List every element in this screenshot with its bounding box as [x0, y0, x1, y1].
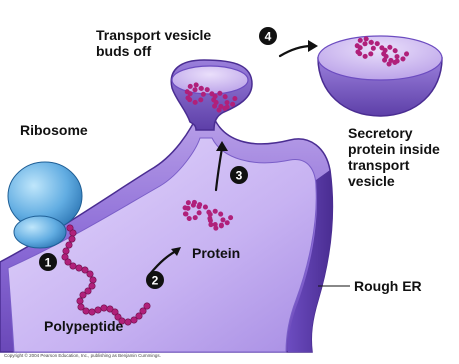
- label-protein: Protein: [192, 245, 240, 261]
- label-secretory-protein: Secretory protein inside transport vesic…: [348, 125, 440, 189]
- step-badge-3: 3: [230, 166, 248, 184]
- label-secretory-line-3: transport: [348, 157, 440, 173]
- step-badge-4: 4: [259, 27, 277, 45]
- label-transport-vesicle-line-2: buds off: [96, 43, 211, 59]
- copyright-notice: Copyright © 2004 Pearson Education, Inc.…: [4, 353, 161, 358]
- step-number-2: 2: [152, 274, 159, 288]
- budding-vesicle-opening: [172, 66, 248, 94]
- step-number-4: 4: [265, 30, 272, 44]
- label-ribosome: Ribosome: [20, 122, 88, 138]
- step-badge-1: 1: [39, 253, 57, 271]
- label-rough-er: Rough ER: [354, 278, 422, 294]
- transport-vesicle-opening: [318, 36, 442, 80]
- label-polypeptide: Polypeptide: [44, 318, 123, 334]
- label-transport-vesicle-line-1: Transport vesicle: [96, 27, 211, 43]
- label-secretory-line-4: vesicle: [348, 173, 440, 189]
- ribosome-small-subunit: [14, 216, 66, 248]
- label-secretory-line-2: protein inside: [348, 141, 440, 157]
- step-number-1: 1: [45, 256, 52, 270]
- step-number-3: 3: [236, 169, 243, 183]
- label-secretory-line-1: Secretory: [348, 125, 440, 141]
- arrow-step-4: [280, 46, 312, 56]
- label-transport-vesicle-buds-off: Transport vesicle buds off: [96, 27, 211, 59]
- step-badge-2: 2: [146, 271, 164, 289]
